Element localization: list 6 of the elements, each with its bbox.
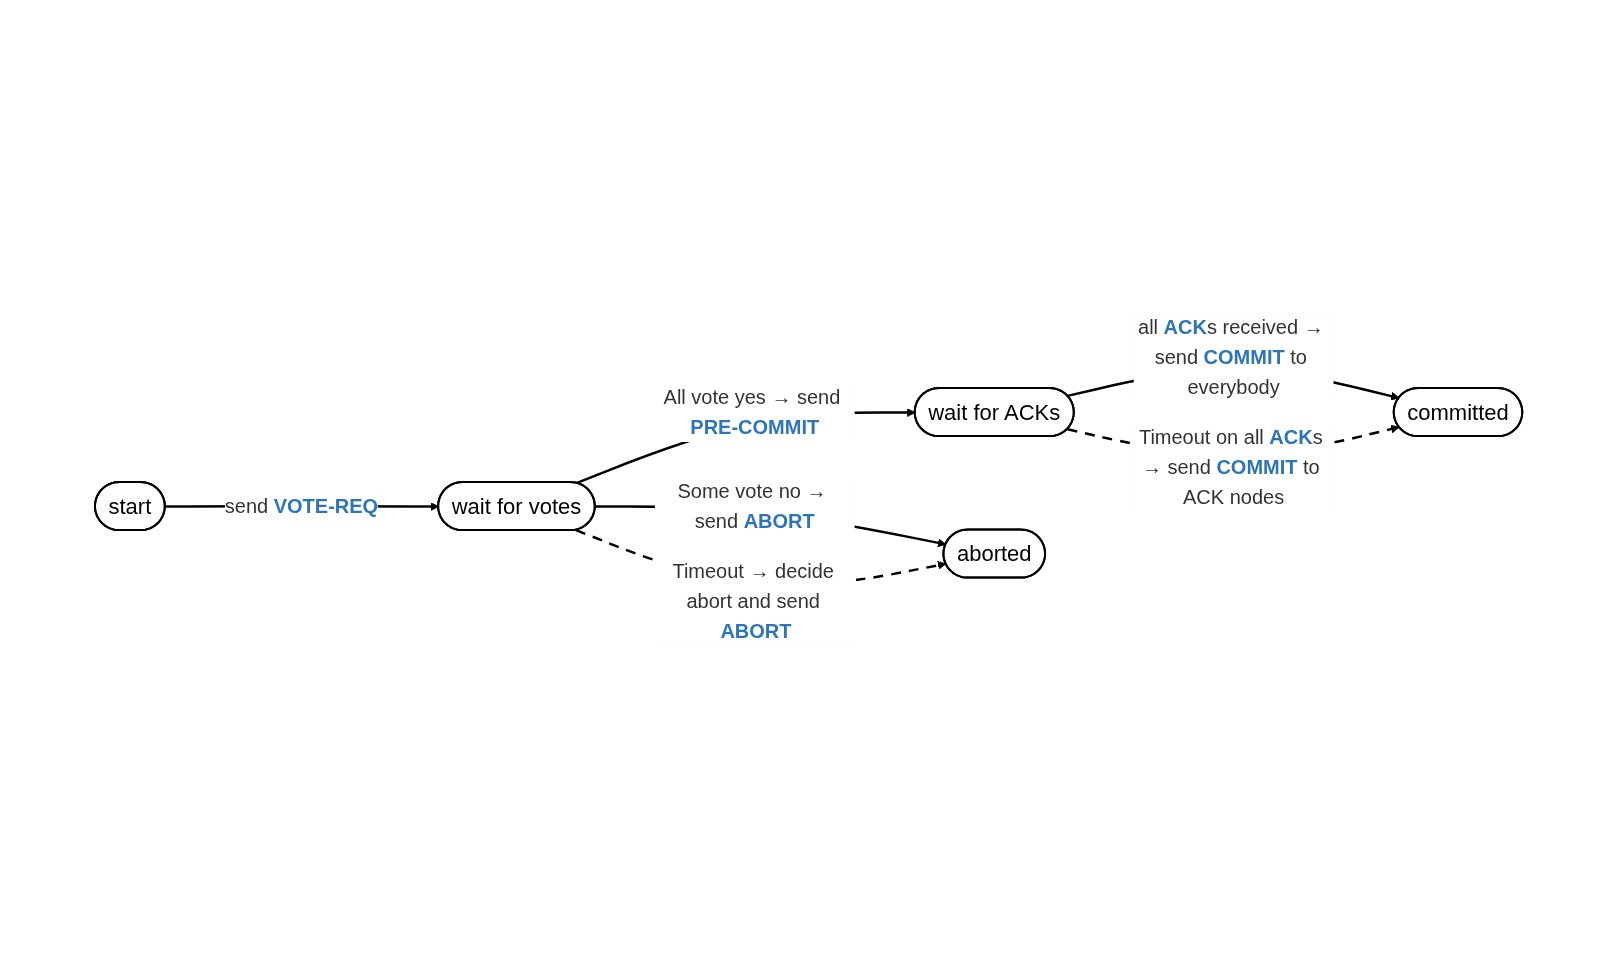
edge-label: send VOTE-REQ bbox=[225, 495, 379, 518]
edge-label: Timeout → decide abort and send ABORT bbox=[672, 559, 835, 642]
edge-label: Timeout on all ACKs → send COMMIT to ACK nodes bbox=[1139, 426, 1324, 509]
edge-label: Some vote no → send ABORT bbox=[677, 480, 827, 533]
edge-label: all ACKs received → send COMMIT to everybody bbox=[1138, 316, 1325, 399]
edge-label: All vote yes → send PRE-COMMIT bbox=[663, 386, 841, 439]
